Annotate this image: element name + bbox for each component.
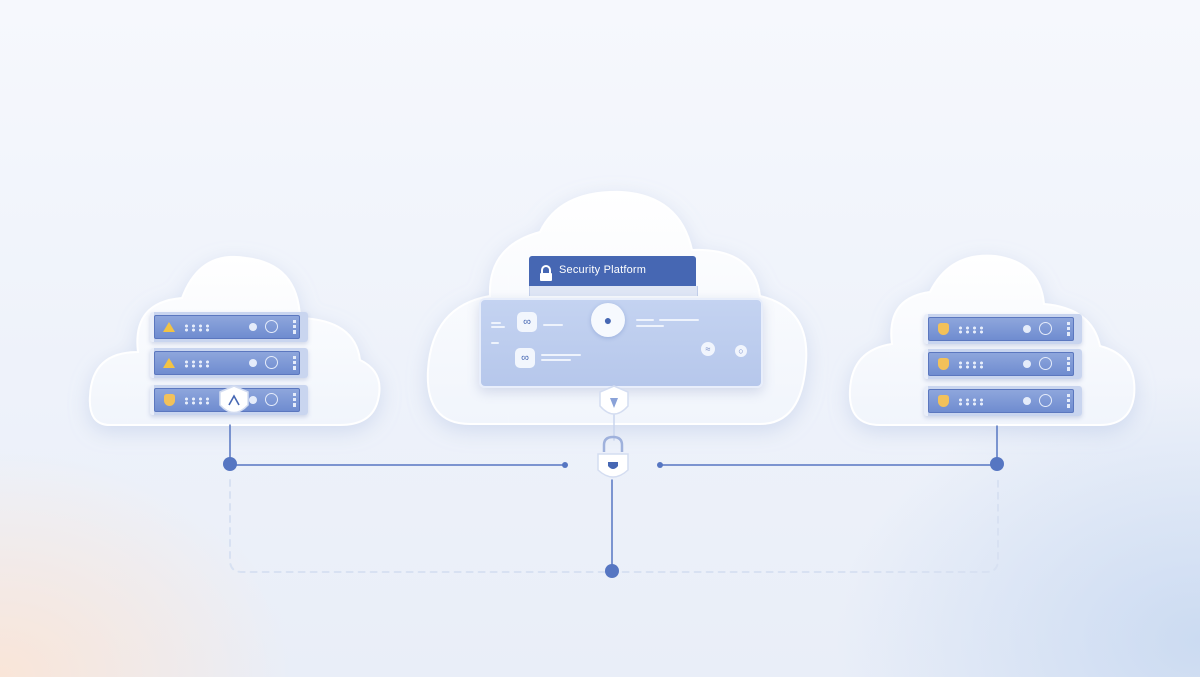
dashed-loop [229, 479, 999, 573]
menu-line [491, 322, 501, 324]
text-line [636, 325, 664, 327]
user-icon[interactable]: ∞ [515, 348, 535, 368]
link-end-dot [657, 462, 663, 468]
bottom-node-dot [605, 564, 619, 578]
user-shield-icon[interactable]: ● [591, 303, 625, 337]
status-led [249, 359, 257, 367]
right-server-unit-1[interactable] [924, 314, 1082, 344]
settings-icon[interactable]: ○ [735, 345, 747, 357]
platform-title: Security Platform [559, 264, 647, 276]
power-knob-icon[interactable] [265, 320, 278, 333]
power-knob-icon[interactable] [1039, 357, 1052, 370]
handle-icon [293, 356, 296, 370]
shield-icon [599, 385, 629, 415]
text-line [659, 319, 699, 321]
text-line [541, 359, 571, 361]
status-led [249, 396, 257, 404]
right-node-dot [990, 457, 1004, 471]
activity-icon[interactable]: ≈ [701, 342, 715, 356]
indicator-dots [957, 398, 985, 406]
title-bar-strip [529, 286, 698, 296]
handle-icon [293, 393, 296, 407]
shield-icon [219, 385, 249, 414]
lock-icon [540, 265, 552, 281]
status-led [1023, 325, 1031, 333]
link-end-dot [562, 462, 568, 468]
left-node-dot [223, 457, 237, 471]
status-led [1023, 360, 1031, 368]
marker-line [491, 342, 499, 344]
menu-line [491, 326, 505, 328]
indicator-dots [957, 326, 985, 334]
warning-icon [163, 358, 175, 368]
status-led [249, 323, 257, 331]
power-knob-icon[interactable] [1039, 394, 1052, 407]
indicator-dots [183, 397, 211, 405]
left-server-unit-2[interactable] [150, 348, 308, 378]
text-line [541, 354, 581, 356]
warning-icon [163, 322, 175, 332]
text-line [543, 324, 563, 326]
power-knob-icon[interactable] [265, 356, 278, 369]
left-server-unit-1[interactable] [150, 312, 308, 342]
handle-icon [293, 320, 296, 334]
shield-warning-icon [938, 323, 949, 335]
warning-icon [164, 394, 175, 406]
padlock-hub-icon [597, 435, 629, 478]
status-led [1023, 397, 1031, 405]
right-server-unit-3[interactable] [924, 386, 1082, 416]
indicator-dots [183, 324, 211, 332]
text-line [636, 319, 654, 321]
handle-icon [1067, 357, 1070, 371]
handle-icon [1067, 394, 1070, 408]
indicator-dots [957, 361, 985, 369]
handle-icon [1067, 322, 1070, 336]
shield-warning-icon [938, 358, 949, 370]
indicator-dots [183, 360, 211, 368]
platform-title-bar[interactable]: Security Platform [529, 256, 696, 286]
right-server-unit-2[interactable] [924, 349, 1082, 379]
shield-warning-icon [938, 395, 949, 407]
power-knob-icon[interactable] [1039, 322, 1052, 335]
user-icon[interactable]: ∞ [517, 312, 537, 332]
security-dashboard-panel: ∞ ● ∞ ≈ ○ [479, 298, 763, 388]
power-knob-icon[interactable] [265, 393, 278, 406]
